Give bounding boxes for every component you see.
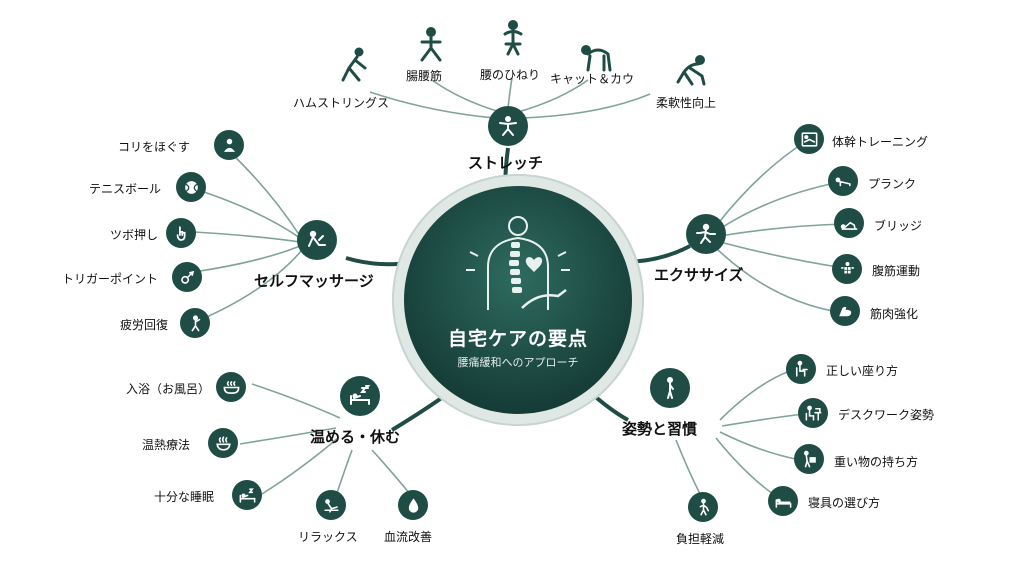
leaf-correct-sitting-label: 正しい座り方 [826,364,899,378]
leaf-trigger-point-label: トリガーポイント [62,272,159,286]
leaf-abs-label: 腹筋運動 [872,264,921,278]
leaf-hamstrings-label: ハムストリングス [293,96,390,110]
stretch-icon [488,106,528,146]
leaf-sleep-label: 十分な睡眠 [154,490,215,504]
bedding-icon [768,486,798,516]
bridge-icon [834,208,864,238]
leaf-fatigue-recovery-label: 疲労回復 [120,318,169,332]
category-massage-label: セルフマッサージ [254,272,374,290]
hamstring-figure-icon [335,46,373,82]
finger-press-icon [166,218,196,248]
center-title: 自宅ケアの要点 [447,328,588,350]
spine-heart-icon [466,216,570,310]
burden-reduction-icon [688,492,718,522]
leaf-bridge-label: ブリッジ [874,219,923,233]
category-posture-label: 姿勢と習慣 [622,420,698,438]
iliopsoas-figure-icon [412,26,450,62]
posture-icon [650,368,690,408]
bathtub-icon [216,372,246,402]
leaf-lifting-label: 重い物の持ち方 [834,455,919,469]
sitting-icon [786,354,816,384]
trigger-point-icon [172,262,202,292]
leaf-plank-label: プランク [868,177,917,191]
stiffness-person-icon [214,130,244,160]
cat-cow-figure-icon [578,38,616,74]
leaf-relieve-stiffness-label: コリをほぐす [118,140,191,154]
leaf-circulation-label: 血流改善 [384,530,433,544]
lifting-icon [794,444,824,474]
leaf-relax-label: リラックス [298,530,358,544]
waist-twist-figure-icon [494,20,532,56]
relax-person-icon [316,490,346,520]
leaf-core-training-label: 体幹トレーニング [832,135,929,149]
flexibility-figure-icon [672,52,710,88]
center-node: 自宅ケアの要点 腰痛緩和へのアプローチ [404,186,632,414]
desk-work-icon [798,398,828,428]
muscle-icon [830,296,860,326]
heat-bowl-icon [208,428,238,458]
abs-icon [832,254,862,284]
center-subtitle: 腰痛緩和へのアプローチ [457,356,579,369]
sleep-bed-icon [232,480,262,510]
recovery-person-icon [180,308,210,338]
plank-icon [828,166,858,196]
exercise-icon [686,214,726,254]
leaf-waist-twist-label: 腰のひねり [480,68,541,82]
tennis-ball-icon [176,172,206,202]
category-rest-label: 温める・休む [310,428,401,446]
leaf-iliopsoas-label: 腸腰筋 [406,69,443,83]
leaf-desk-posture-label: デスクワーク姿勢 [838,408,935,422]
leaf-heat-therapy-label: 温熱療法 [142,438,191,452]
blood-drop-icon [398,490,428,520]
leaf-burden-reduction-label: 負担軽減 [676,532,725,546]
rest-icon [340,376,380,416]
core-training-icon [794,124,824,154]
leaf-cat-cow-label: キャット＆カウ [550,72,635,86]
leaf-tennis-ball-label: テニスボール [89,182,162,196]
leaf-acupressure-label: ツボ押し [110,228,159,242]
category-exercise-label: エクササイズ [654,266,744,284]
leaf-bedding-label: 寝具の選び方 [808,496,881,510]
leaf-muscle-strength-label: 筋肉強化 [870,307,919,321]
category-stretch-label: ストレッチ [468,154,544,172]
leaf-flexibility-label: 柔軟性向上 [656,96,717,110]
massage-icon [297,220,337,260]
leaf-bath-label: 入浴（お風呂） [126,382,211,396]
